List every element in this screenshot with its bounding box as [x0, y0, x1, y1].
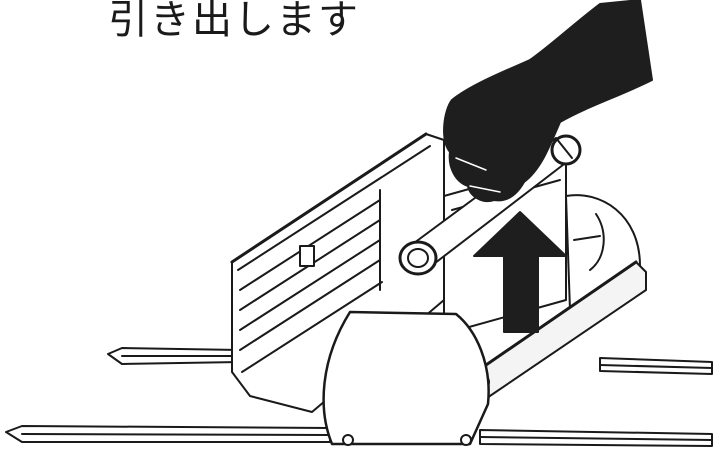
front-end-plate: [322, 310, 490, 446]
instruction-caption: 引き出します: [108, 0, 360, 43]
up-arrow-icon: [473, 211, 567, 333]
gloved-hand-icon: [443, 0, 653, 202]
